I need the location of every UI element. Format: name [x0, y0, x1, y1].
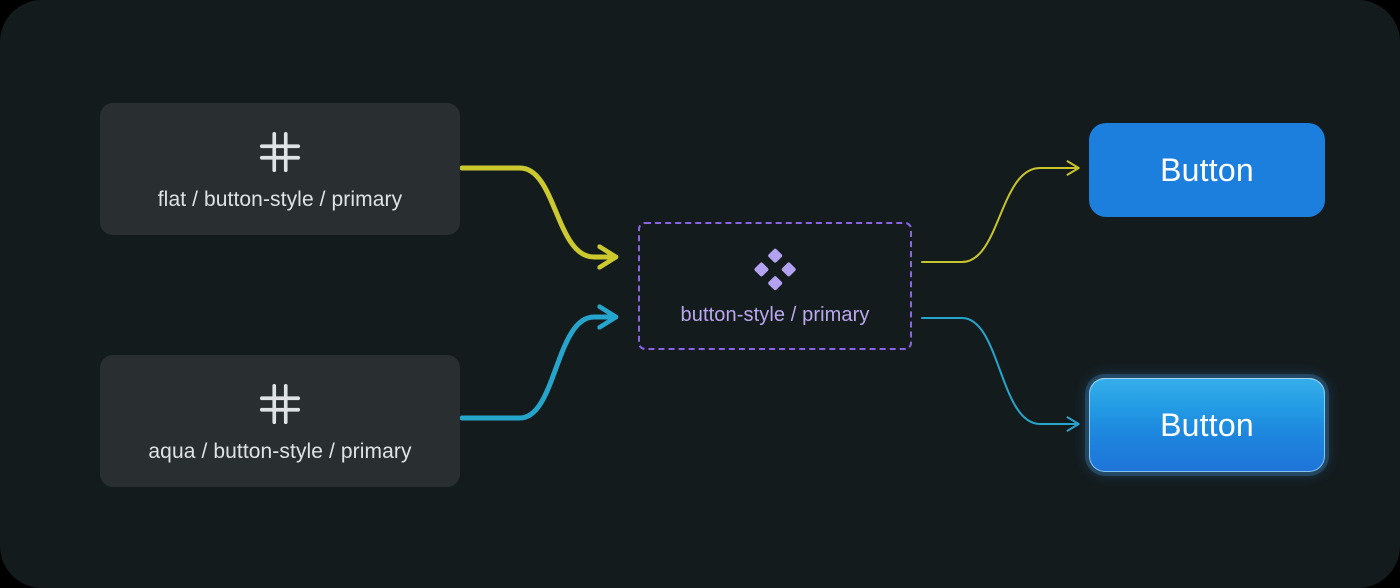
connector-alias-to-flat-button [921, 160, 1080, 263]
token-card-aqua-label: aqua / button-style / primary [148, 439, 412, 463]
connector-alias-to-aqua-button [921, 317, 1080, 432]
alias-token-label: button-style / primary [680, 303, 870, 326]
connector-aqua-to-alias [459, 317, 614, 421]
token-card-flat-label: flat / button-style / primary [157, 187, 403, 211]
token-card-flat[interactable]: flat / button-style / primary [100, 103, 460, 235]
hash-icon [259, 131, 301, 172]
result-button-flat[interactable]: Button [1089, 123, 1325, 217]
connector-flat-to-alias [459, 165, 614, 257]
alias-token-node[interactable]: button-style / primary [638, 222, 912, 350]
diamonds-cluster-icon [754, 248, 796, 290]
result-button-aqua[interactable]: Button [1089, 378, 1325, 472]
token-card-aqua[interactable]: aqua / button-style / primary [100, 355, 460, 487]
hash-icon [259, 383, 301, 424]
result-button-aqua-label: Button [1160, 406, 1254, 443]
result-button-flat-label: Button [1160, 151, 1254, 188]
